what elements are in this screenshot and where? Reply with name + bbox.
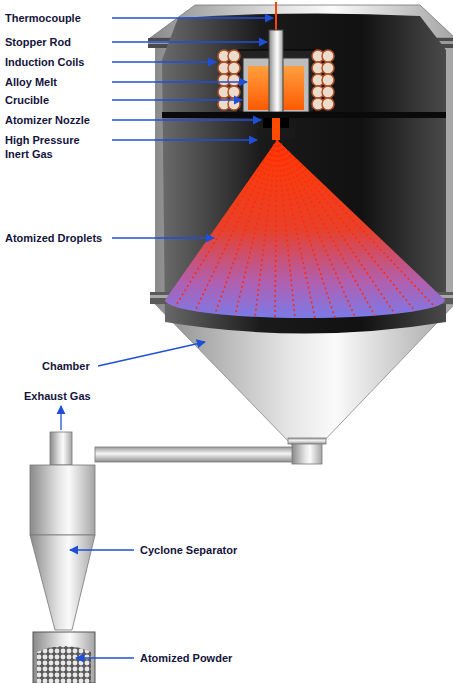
callout-label: Atomized Powder	[140, 651, 232, 665]
atomized-powder	[37, 646, 91, 683]
thermocouple-wire	[275, 2, 277, 32]
droplet-spray	[165, 140, 445, 318]
leader-arrows	[61, 18, 273, 658]
callout-label: Atomizer Nozzle	[5, 113, 90, 127]
callout-label: Stopper Rod	[5, 35, 71, 49]
callout-label: Exhaust Gas	[24, 389, 91, 403]
callout-label: Induction Coils	[5, 55, 84, 69]
callout-label: Chamber	[42, 359, 90, 373]
callout-label: High Pressure Inert Gas	[5, 133, 87, 161]
callout-label: Thermocouple	[5, 11, 81, 25]
callout-label: Cyclone Separator	[140, 543, 237, 557]
outlet-flange	[288, 438, 326, 444]
droplet-trails	[175, 140, 435, 318]
exhaust-tube	[50, 432, 72, 465]
callout-label: Crucible	[5, 93, 49, 107]
transfer-pipe	[95, 447, 310, 462]
stopper-rod	[269, 30, 283, 112]
callout-label: Alloy Melt	[5, 75, 57, 89]
callout-label: Atomized Droplets	[5, 231, 102, 245]
cyclone-cone	[30, 535, 95, 630]
cyclone-body	[30, 465, 95, 535]
melt-stream	[272, 118, 280, 140]
support-plate	[162, 112, 446, 118]
